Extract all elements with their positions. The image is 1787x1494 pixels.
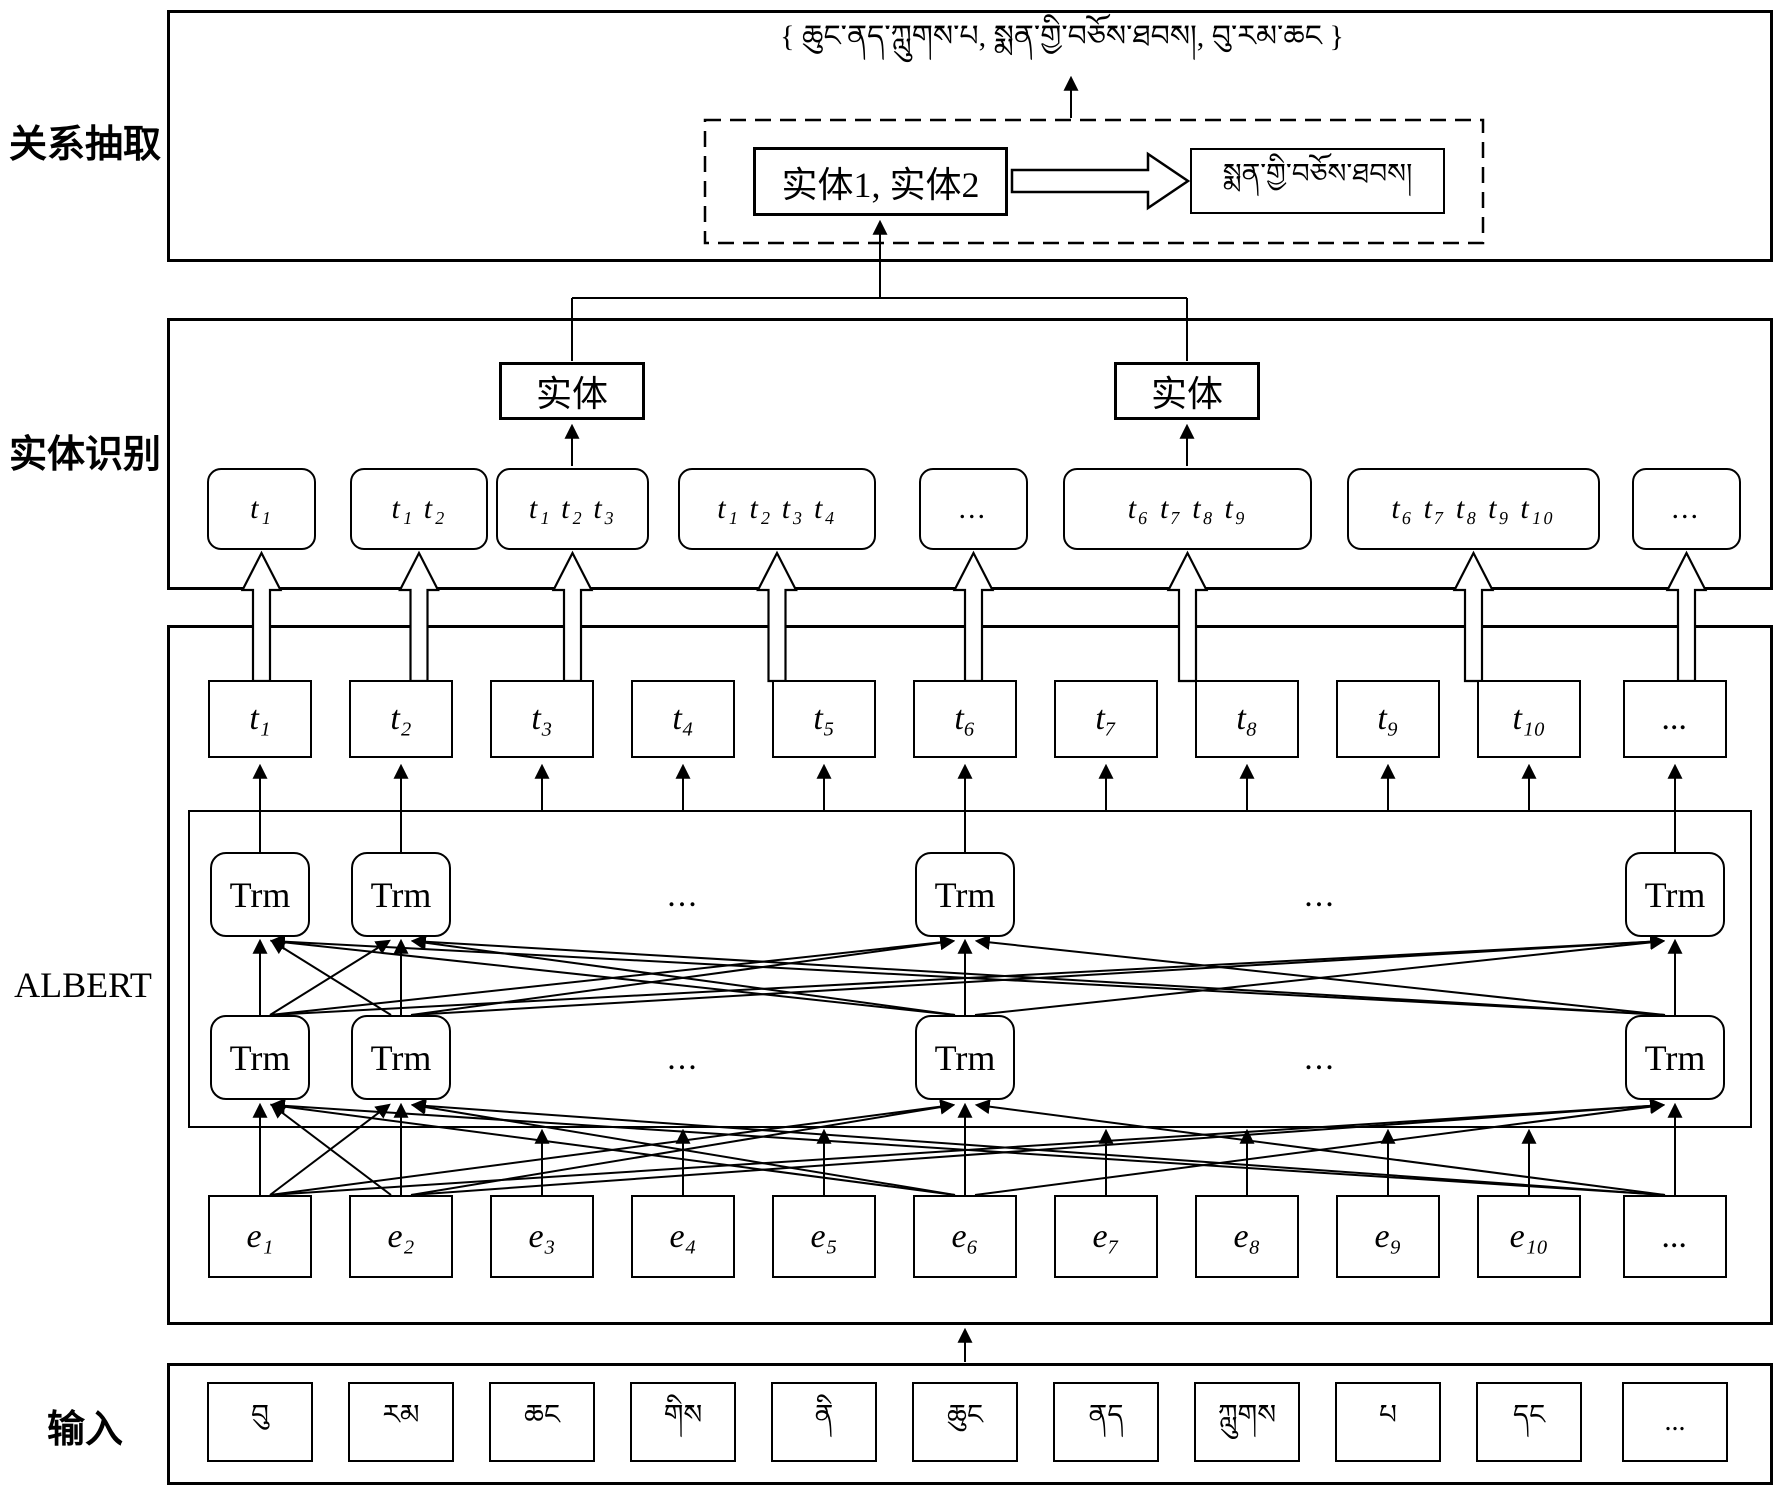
token-box: t₅ <box>772 680 876 758</box>
embedding-box: e₉ <box>1336 1195 1440 1278</box>
token-box: t₆ <box>913 680 1017 758</box>
token-box: t₁ <box>208 680 312 758</box>
token-box: t₃ <box>490 680 594 758</box>
token-box: t₁₀ <box>1477 680 1581 758</box>
input-token-box: ཆུང <box>912 1382 1018 1462</box>
hollow-up-arrow <box>756 550 798 683</box>
hollow-up-arrow <box>952 550 995 683</box>
embedding-box: e₅ <box>772 1195 876 1278</box>
trm-ellipsis: ... <box>667 1039 699 1077</box>
span-box: ... <box>1632 468 1741 550</box>
trm-box: Trm <box>1625 852 1725 937</box>
span-box: ... <box>919 468 1028 550</box>
token-box: ... <box>1623 680 1727 758</box>
input-token-box: བུ <box>207 1382 313 1462</box>
relation-result-box: སྨན་གྱི་བཅོས་ཐབས། <box>1190 148 1445 214</box>
token-box: t₂ <box>349 680 453 758</box>
hollow-up-arrow <box>1665 550 1708 683</box>
input-token-box: ནད <box>1053 1382 1159 1462</box>
trm-ellipsis: ... <box>1304 1039 1336 1077</box>
trm-box: Trm <box>915 852 1015 937</box>
relation-block-arrow <box>1010 151 1191 211</box>
entity-box-1: 实体 <box>499 362 645 420</box>
span-box: t₁ t₂ t₃ <box>496 468 649 550</box>
token-box: t₇ <box>1054 680 1158 758</box>
input-token-box: ནི <box>771 1382 877 1462</box>
embedding-box: e₃ <box>490 1195 594 1278</box>
token-box: t₈ <box>1195 680 1299 758</box>
trm-box: Trm <box>351 852 451 937</box>
entity-pair-box: 实体1, 实体2 <box>753 147 1008 216</box>
trm-ellipsis: ... <box>667 876 699 914</box>
embedding-box: e₄ <box>631 1195 735 1278</box>
trm-box: Trm <box>210 852 310 937</box>
input-token-box: ཆང <box>489 1382 595 1462</box>
embedding-box: e₂ <box>349 1195 453 1278</box>
span-box: t₆ t₇ t₈ t₉ <box>1063 468 1312 550</box>
span-box: t₁ <box>207 468 316 550</box>
hollow-up-arrow <box>551 550 594 683</box>
embedding-box: e₆ <box>913 1195 1017 1278</box>
embedding-box: e₁₀ <box>1477 1195 1581 1278</box>
trm-box: Trm <box>1625 1015 1725 1100</box>
label-entity-recognition: 实体识别 <box>8 433 161 476</box>
input-token-box: ཀླུགས <box>1194 1382 1300 1462</box>
relation-triple-set: { ཆུང་ནད་ཀླུགས་པ, སྨན་གྱི་བཅོས་ཐབས།, བུ་… <box>780 20 1344 53</box>
input-token-box: རམ <box>348 1382 454 1462</box>
label-input: 输入 <box>46 1408 123 1451</box>
input-token-box: དང <box>1476 1382 1582 1462</box>
input-token-box: ... <box>1622 1382 1728 1462</box>
token-box: t₉ <box>1336 680 1440 758</box>
hollow-up-arrow <box>1166 550 1209 683</box>
label-relation-extraction: 关系抽取 <box>8 123 161 166</box>
trm-box: Trm <box>210 1015 310 1100</box>
section-relation-extraction <box>167 10 1773 262</box>
input-token-box: གིས <box>630 1382 736 1462</box>
label-albert: ALBERT <box>14 965 152 1005</box>
embedding-box: ... <box>1623 1195 1727 1278</box>
hollow-up-arrow <box>240 550 283 683</box>
input-token-box: པ <box>1335 1382 1441 1462</box>
relation-dashed-box <box>703 118 1485 245</box>
entity-box-2: 实体 <box>1114 362 1260 420</box>
trm-ellipsis: ... <box>1304 876 1336 914</box>
trm-box: Trm <box>351 1015 451 1100</box>
token-box: t₄ <box>631 680 735 758</box>
span-box: t₁ t₂ t₃ t₄ <box>678 468 876 550</box>
span-box: t₆ t₇ t₈ t₉ t₁₀ <box>1347 468 1600 550</box>
embedding-box: e₁ <box>208 1195 312 1278</box>
hollow-up-arrow <box>1452 550 1495 683</box>
hollow-up-arrow <box>398 550 440 683</box>
embedding-box: e₇ <box>1054 1195 1158 1278</box>
trm-box: Trm <box>915 1015 1015 1100</box>
embedding-box: e₈ <box>1195 1195 1299 1278</box>
span-box: t₁ t₂ <box>350 468 488 550</box>
